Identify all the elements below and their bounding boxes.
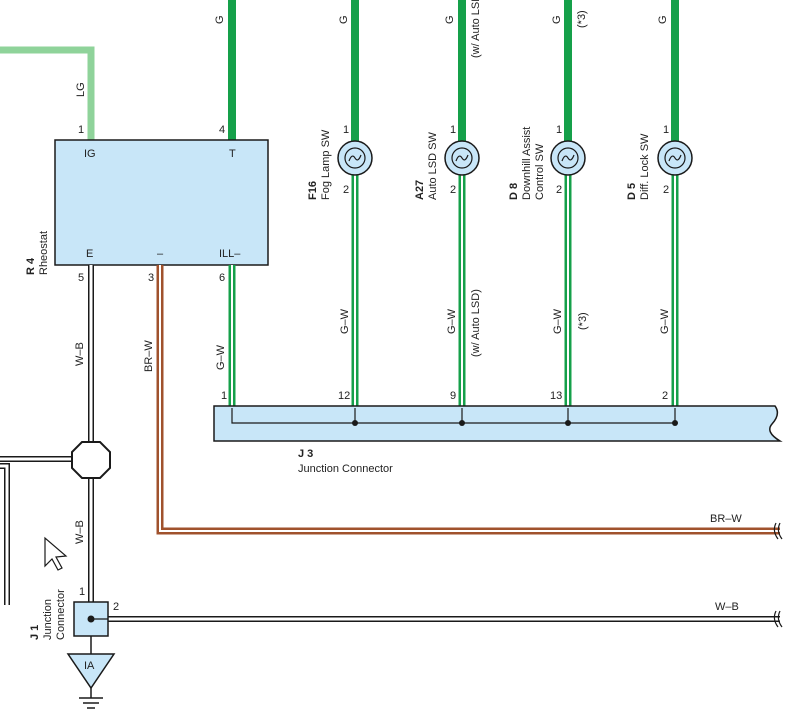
wire-label-lg: LG [75,82,87,97]
switch-code: A27 [414,180,426,200]
wire-label-gw: G–W [215,344,227,370]
pin-number: 1 [221,390,227,402]
ground-label: IA [84,660,95,672]
wire-label-g: G [338,15,350,24]
junction-j1-code: J 1 [29,625,41,640]
pin-number: 2 [662,390,668,402]
pin-number: 5 [78,272,84,284]
pin-number: 1 [663,124,669,136]
ground-point [66,653,116,690]
wire-label-brw: BR–W [710,513,742,525]
wire-label-star3: (*3) [576,10,588,28]
pin-number: 12 [338,390,350,402]
wire-label-brw: BR–W [143,340,155,372]
splice-point [71,441,111,479]
junction-connector-j3 [213,405,783,442]
switch-code: F16 [307,181,319,200]
pin-number: 2 [113,601,119,613]
wire-break-marks [773,522,783,628]
brw-wire [156,265,780,535]
wire-label-wb: W–B [715,601,739,613]
junction-j3-name: Junction Connector [298,463,393,475]
junction-j1-name: Junction [42,599,54,640]
bulb-icon [657,140,693,176]
pin-number: 1 [556,124,562,136]
wire-label-g: G [444,15,456,24]
wire-label-gw: G–W [552,308,564,334]
rheostat-box [54,139,269,266]
wb-wire-left [0,456,73,605]
wire-label-wb: W–B [74,342,86,366]
pin-label-ill: ILL– [219,248,241,260]
rheostat-code: R 4 [25,257,37,275]
ground-icon [79,688,103,709]
wire-label-g: G [214,15,226,24]
pin-number: 1 [78,124,84,136]
pin-label-e: E [86,248,93,260]
wire-label-star3: (*3) [577,312,589,330]
pin-number: 6 [219,272,225,284]
junction-j3-code: J 3 [298,448,313,460]
pin-number: 2 [663,184,669,196]
lg-wire [0,46,95,142]
switch-name: Downhill Assist [521,127,533,200]
junction-j1-name-line2: Connector [55,589,67,640]
switch-code: D 8 [508,183,520,200]
switch-code: D 5 [626,183,638,200]
bulb-icon [444,140,480,176]
wire-label-gw: G–W [339,308,351,334]
wire-label-g: G [551,15,563,24]
pin-number: 2 [556,184,562,196]
wire-label-auto-lsd: (w/ Auto LSD) [470,0,482,58]
bulb-icon [337,140,373,176]
mouse-cursor-icon [44,536,68,571]
wire-label-gw: G–W [659,308,671,334]
pin-number: 4 [219,124,225,136]
switch-name: Diff. Lock SW [639,133,651,200]
pin-label-ig: IG [84,148,96,160]
pin-number: 2 [343,184,349,196]
wire-label-gw: G–W [446,308,458,334]
switch-name-line2: Control SW [534,143,546,200]
pin-number: 1 [79,586,85,598]
pin-number: 9 [450,390,456,402]
green-wires-top [228,0,679,142]
switch-name: Fog Lamp SW [320,129,332,200]
pin-number: 13 [550,390,562,402]
pin-number: 3 [148,272,154,284]
pin-number: 1 [343,124,349,136]
bulb-icon [550,140,586,176]
wire-label-auto-lsd: (w/ Auto LSD) [470,289,482,357]
wire-label-g: G [657,15,669,24]
pin-label-minus: – [157,248,164,260]
pin-number: 2 [450,184,456,196]
wire-label-wb: W–B [74,520,86,544]
switch-gw-wires [351,175,679,408]
pin-number: 1 [450,124,456,136]
pin-label-t: T [229,148,236,160]
rheostat-name: Rheostat [38,231,50,275]
switch-name: Auto LSD SW [427,132,439,200]
